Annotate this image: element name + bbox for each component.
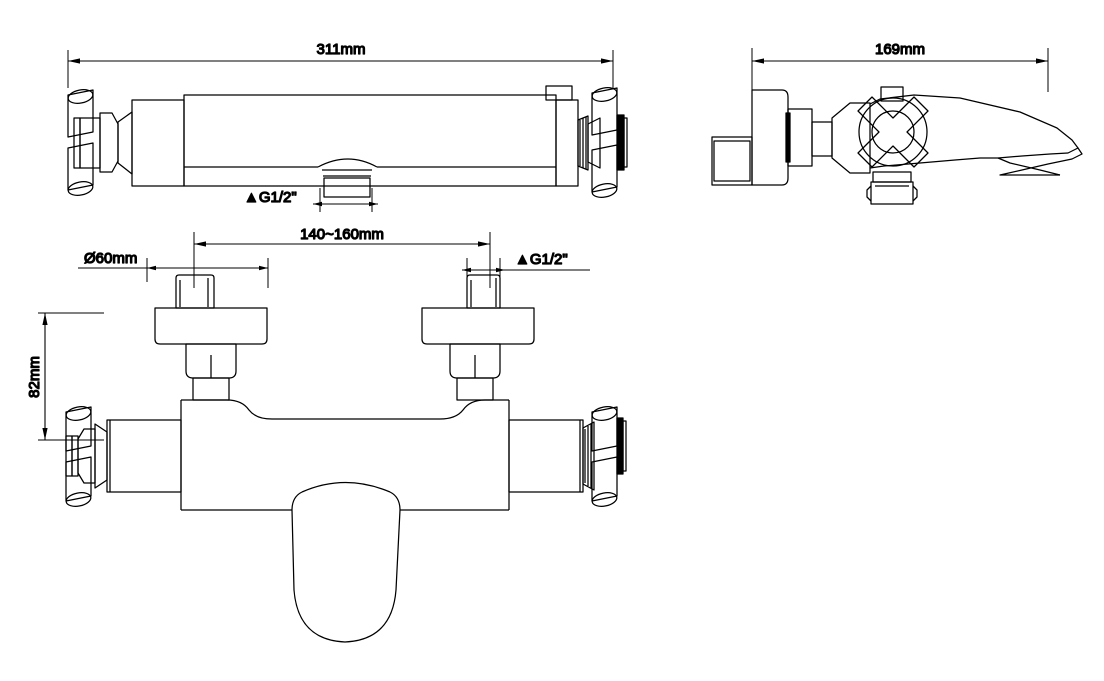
side-valve-housing — [831, 102, 871, 174]
dimension-140-160mm-label: 140~160mm — [300, 226, 384, 243]
front-left-arm — [65, 406, 182, 507]
dimension-169mm — [751, 48, 1049, 92]
front-right-valve-stack — [421, 274, 535, 401]
side-collar-2 — [811, 121, 833, 157]
front-left-valve-stack — [154, 274, 268, 401]
side-cross-handle — [857, 96, 929, 168]
dimension-169mm-label: 169mm — [875, 41, 925, 58]
top-body-right-section — [555, 99, 579, 187]
front-right-arm — [508, 406, 627, 507]
side-collar-1 — [787, 108, 813, 167]
side-top-tab — [880, 86, 904, 102]
dimension-g12-front-label: ▲G1/2" — [515, 251, 568, 268]
top-left-eccentric-connector — [67, 89, 133, 196]
side-spout-body — [869, 94, 1083, 176]
side-outlet-spigot — [866, 171, 918, 205]
side-wall-plate — [751, 89, 789, 186]
dimension-82mm — [38, 312, 104, 441]
front-body — [180, 399, 510, 511]
front-view-group — [65, 274, 627, 643]
front-spout — [291, 481, 401, 643]
dimension-311mm — [67, 50, 614, 88]
top-body-left-section — [131, 99, 185, 187]
side-rear-nipple — [711, 136, 753, 186]
dimension-d60mm — [78, 258, 269, 288]
dimension-d60mm-label: Ø60mm — [84, 250, 137, 267]
top-body-main-section — [183, 94, 557, 187]
top-view-outlet — [184, 158, 556, 198]
dimension-311mm-label: 311mm — [317, 41, 366, 58]
top-view-group — [67, 85, 628, 198]
dimension-g12-top — [313, 188, 378, 212]
dimension-82mm-label: 82mm — [26, 356, 43, 398]
dimension-140-160mm — [193, 232, 491, 288]
top-right-eccentric-connector — [577, 87, 628, 198]
dimension-g12-top-label: ▲G1/2" — [244, 189, 297, 206]
top-view-tab — [545, 85, 573, 101]
side-view-group — [711, 86, 1083, 205]
